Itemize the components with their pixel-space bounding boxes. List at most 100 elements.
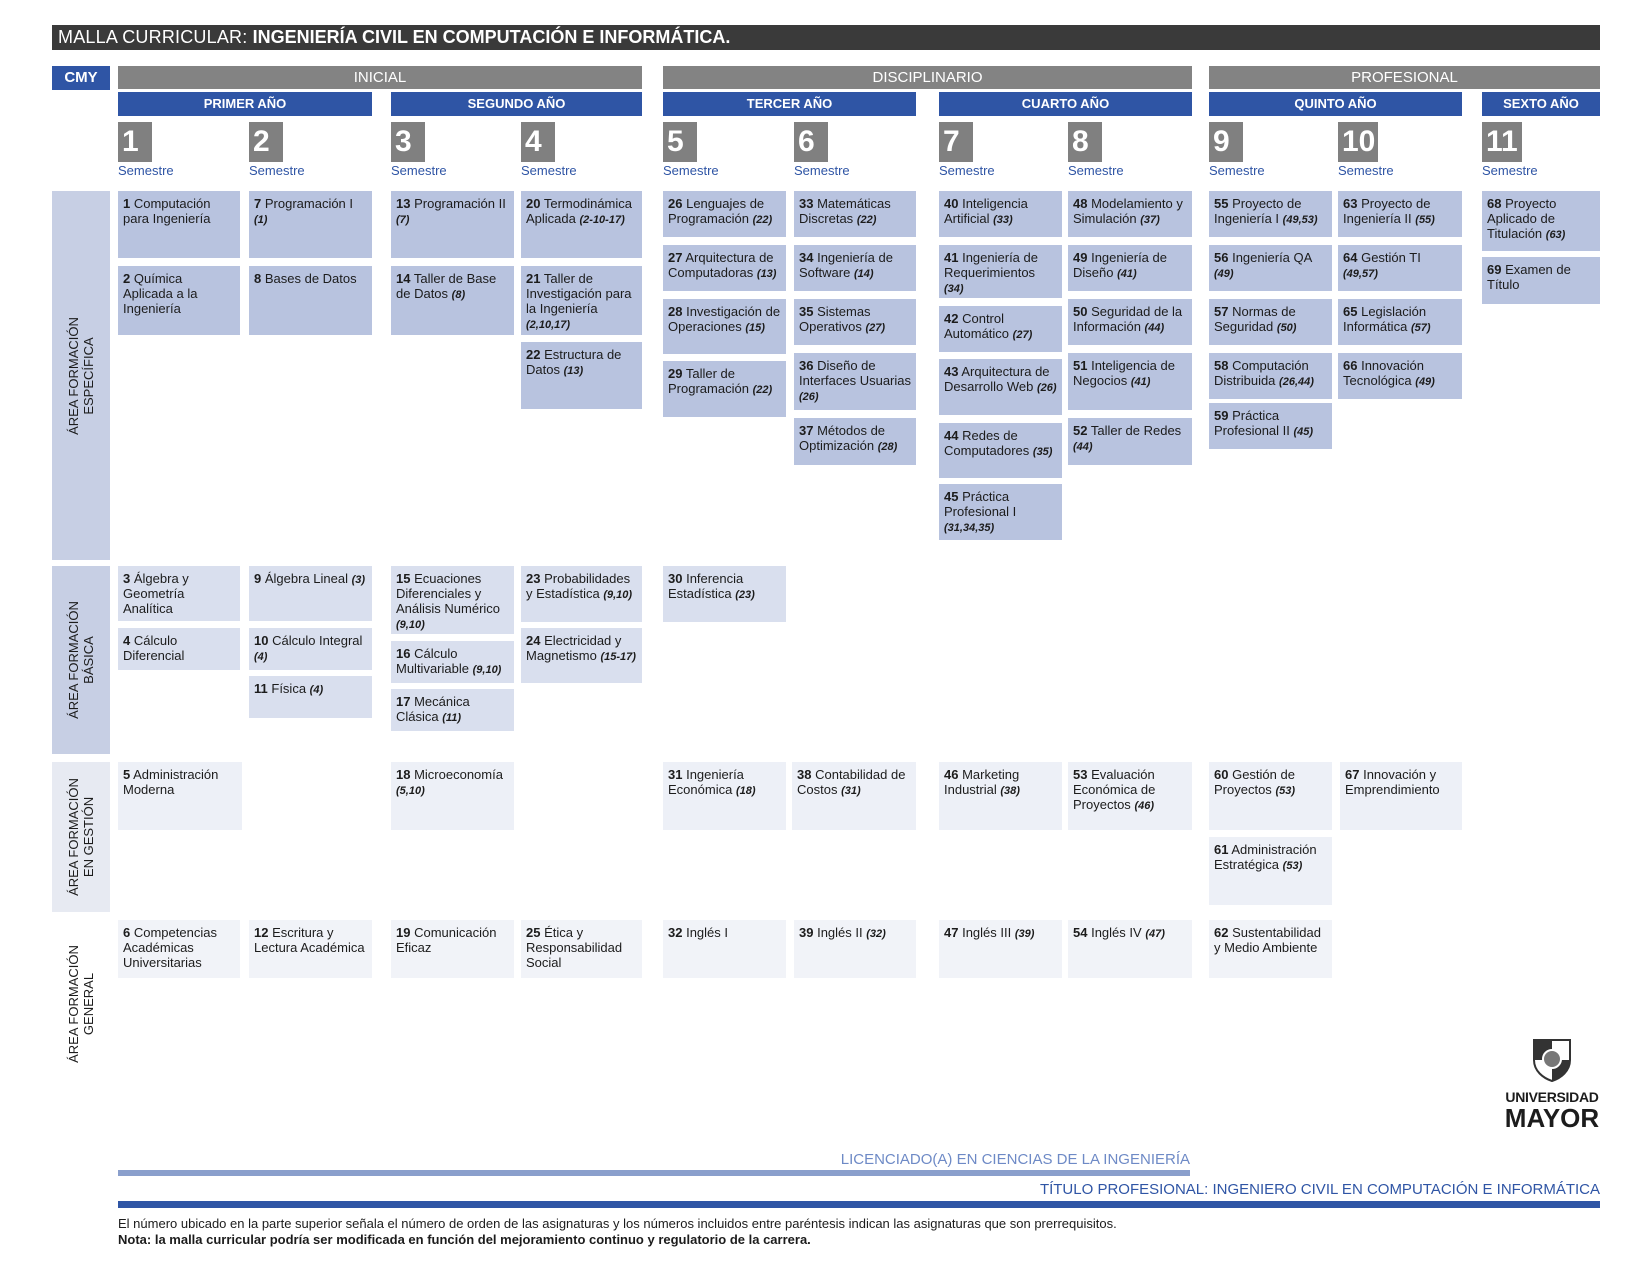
course-prereq: (37)	[1140, 214, 1160, 226]
course-prereq: (18)	[735, 785, 756, 797]
course-name: Diseño de Interfaces Usuarias	[799, 358, 911, 388]
course-name: Lenguajes de Programación	[668, 196, 765, 226]
semester-number: 5	[663, 122, 697, 162]
course-cell: 48 Modelamiento y Simulación (37)	[1068, 191, 1192, 237]
course-prereq: (28)	[877, 441, 898, 453]
course-number: 16	[396, 646, 411, 661]
area-label-line: ESPECÍFICA	[81, 336, 96, 415]
course-cell: 61 Administración Estratégica (53)	[1209, 837, 1332, 905]
course-name: Taller de Base de Datos	[396, 271, 497, 301]
course-prereq: (3)	[351, 574, 366, 586]
course-prereq: (22)	[856, 214, 877, 226]
course-cell: 13 Programación II (7)	[391, 191, 514, 258]
course-prereq: (34)	[944, 283, 964, 295]
course-number: 56	[1214, 250, 1229, 265]
semester-number: 9	[1209, 122, 1243, 162]
course-number: 39	[799, 925, 814, 940]
course-prereq: (50)	[1276, 322, 1297, 334]
course-number: 38	[797, 767, 812, 782]
course-number: 11	[254, 681, 268, 696]
course-name: Programación II	[414, 196, 506, 211]
course-number: 1	[123, 196, 131, 211]
course-cell: 14 Taller de Base de Datos (8)	[391, 266, 514, 335]
course-name: Sistemas Operativos	[799, 304, 871, 334]
course-number: 21	[526, 271, 541, 286]
course-number: 15	[396, 571, 411, 586]
course-number: 54	[1073, 925, 1088, 940]
course-prereq: (41)	[1117, 268, 1137, 280]
course-prereq: (26)	[799, 391, 819, 403]
titulo-label: TÍTULO PROFESIONAL: INGENIERO CIVIL EN C…	[1039, 1181, 1600, 1198]
course-number: 28	[668, 304, 683, 319]
course-cell: 17 Mecánica Clásica (11)	[391, 689, 514, 731]
course-prereq: (13)	[756, 268, 777, 280]
course-prereq: (41)	[1130, 376, 1151, 388]
semester-label: Semestre	[1209, 163, 1265, 178]
course-prereq: (63)	[1545, 229, 1566, 241]
course-number: 3	[123, 571, 131, 586]
course-number: 24	[526, 633, 541, 648]
course-name: Álgebra Lineal	[264, 571, 348, 586]
course-prereq: (49)	[1415, 376, 1435, 388]
course-cell: 59 Práctica Profesional II (45)	[1209, 403, 1332, 449]
course-name: Evaluación Económica de Proyectos	[1073, 767, 1156, 812]
course-name: Contabilidad de Costos	[797, 767, 906, 797]
course-prereq: (1)	[254, 214, 268, 226]
course-number: 42	[944, 311, 959, 326]
course-prereq: (9,10)	[472, 664, 502, 676]
course-cell: 26 Lenguajes de Programación (22)	[663, 191, 786, 237]
course-cell: 64 Gestión TI (49,57)	[1338, 245, 1462, 291]
course-name: Escritura y Lectura Académica	[254, 925, 365, 955]
course-cell: 49 Ingeniería de Diseño (41)	[1068, 245, 1192, 291]
licenciado-line	[118, 1170, 1190, 1176]
course-prereq: (7)	[396, 214, 410, 226]
semester-label: Semestre	[1068, 163, 1124, 178]
course-number: 57	[1214, 304, 1229, 319]
course-prereq: (38)	[1000, 785, 1020, 797]
course-name: Probabilidades y Estadística	[526, 571, 631, 601]
course-cell: 58 Computación Distribuida (26,44)	[1209, 353, 1332, 399]
course-prereq: (53)	[1282, 860, 1303, 872]
course-prereq: (49,53)	[1282, 214, 1318, 226]
course-cell: 51 Inteligencia de Negocios (41)	[1068, 353, 1192, 410]
course-cell: 6 Competencias Académicas Universitarias	[118, 920, 240, 978]
course-name: Legislación Informática	[1343, 304, 1427, 334]
course-number: 12	[254, 925, 269, 940]
course-cell: 39 Inglés II (32)	[794, 920, 916, 978]
course-cell: 12 Escritura y Lectura Académica	[249, 920, 372, 978]
course-prereq: (2-10-17)	[579, 214, 625, 226]
course-number: 27	[668, 250, 683, 265]
course-number: 45	[944, 489, 959, 504]
course-cell: 66 Innovación Tecnológica (49)	[1338, 353, 1462, 399]
course-cell: 1 Computación para Ingeniería	[118, 191, 240, 258]
course-prereq: (11)	[442, 712, 461, 724]
course-prereq: (15)	[745, 322, 765, 334]
cycle-disciplinario: DISCIPLINARIO	[663, 66, 1192, 89]
course-name: Proyecto de Ingeniería II	[1343, 196, 1431, 226]
course-number: 52	[1073, 423, 1088, 438]
course-name: Programación I	[264, 196, 354, 211]
course-number: 13	[396, 196, 411, 211]
course-prereq: (45)	[1293, 426, 1314, 438]
course-number: 29	[668, 366, 683, 381]
course-number: 9	[254, 571, 262, 586]
course-name: Proyecto Aplicado de Titulación	[1487, 196, 1557, 241]
course-name: Competencias Académicas Universitarias	[123, 925, 217, 970]
course-prereq: (44)	[1144, 322, 1165, 334]
semester-number: 7	[939, 122, 973, 162]
course-name: Cálculo Integral	[272, 633, 363, 648]
course-number: 31	[668, 767, 683, 782]
footnote-note: Nota: la malla curricular podría ser mod…	[118, 1232, 811, 1247]
course-name: Investigación de Operaciones	[668, 304, 781, 334]
course-number: 18	[396, 767, 411, 782]
course-name: Termodinámica Aplicada	[526, 196, 633, 226]
course-prereq: (49)	[1214, 268, 1234, 280]
course-prereq: (9,10)	[603, 589, 633, 601]
course-number: 59	[1214, 408, 1229, 423]
course-name: Seguridad de la Información	[1073, 304, 1183, 334]
course-number: 67	[1345, 767, 1360, 782]
course-number: 23	[526, 571, 541, 586]
course-prereq: (49,57)	[1343, 268, 1378, 280]
